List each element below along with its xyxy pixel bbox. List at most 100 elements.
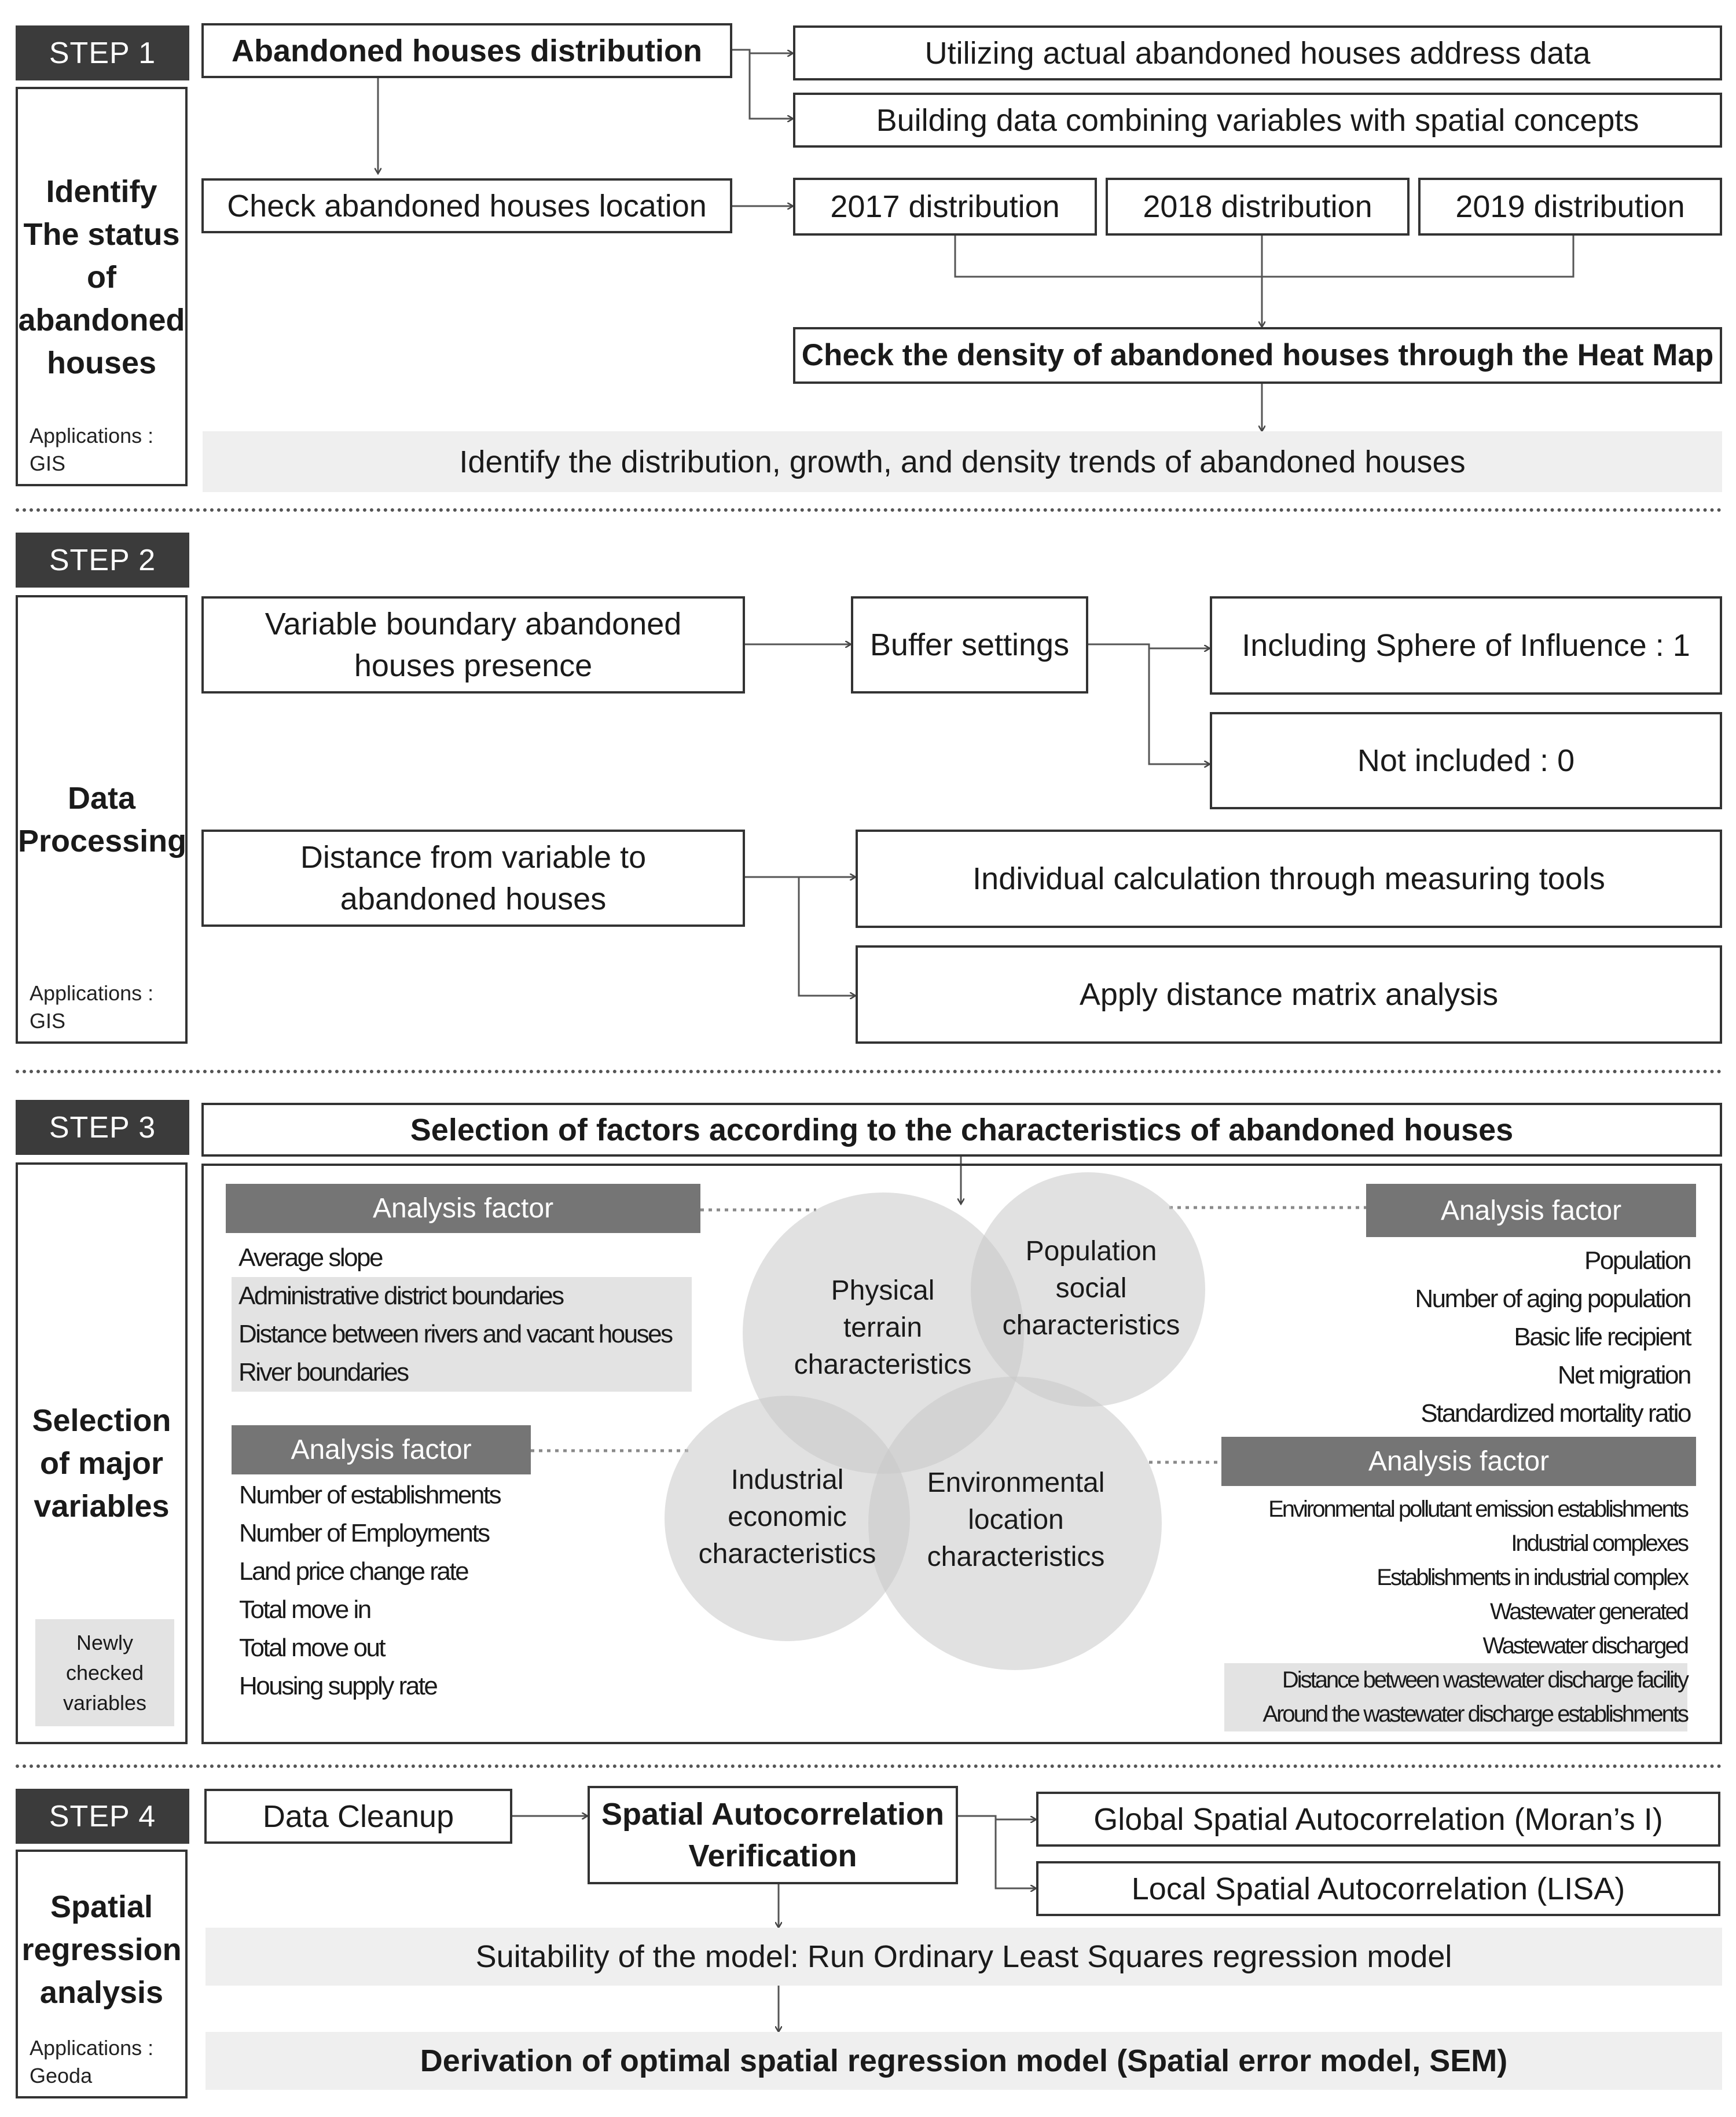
- identify-trends-band: Identify the distribution, growth, and d…: [203, 431, 1722, 492]
- data-cleanup-box: Data Cleanup: [204, 1789, 512, 1844]
- circle-label-line: characteristics: [794, 1349, 972, 1380]
- factor-item: Net migration: [1557, 1361, 1692, 1389]
- side-title-line: Data: [67, 781, 136, 816]
- factors-panel: [201, 1164, 1722, 1744]
- side-title-line: of: [87, 260, 116, 295]
- analysis-factor-header: Analysis factor: [1221, 1437, 1696, 1486]
- applications-label: Applications :: [30, 2036, 154, 2060]
- step1-tab: STEP 1: [16, 25, 189, 80]
- ols-band: Suitability of the model: Run Ordinary L…: [205, 1928, 1722, 1986]
- circle-label-line: Population: [1025, 1236, 1157, 1267]
- arrow-to-address: [732, 49, 793, 53]
- factor-item: Wastewater generated: [1490, 1599, 1689, 1624]
- environmental-factor-list: Environmental pollutant emission establi…: [1224, 1492, 1689, 1731]
- population-factor-list: Population Number of aging population Ba…: [1331, 1242, 1692, 1433]
- industrial-factor-list: Number of establishments Number of Emplo…: [239, 1476, 644, 1705]
- factor-item: Number of Employments: [239, 1519, 490, 1547]
- distribution-2018-box: 2018 distribution: [1106, 178, 1410, 236]
- side-title-line: Spatial: [50, 1889, 153, 1924]
- applications-value: Geoda: [30, 2064, 93, 2087]
- factor-item: Basic life recipient: [1514, 1323, 1691, 1351]
- step1-applications: Applications : GIS: [30, 422, 153, 478]
- separator: [16, 508, 1722, 512]
- side-title-line: Processing: [18, 824, 187, 858]
- separator: [16, 1764, 1722, 1768]
- step1-side-panel: Identify The status of abandoned houses …: [16, 87, 188, 486]
- legend-line: variables: [63, 1690, 147, 1715]
- distance-matrix-box: Apply distance matrix analysis: [856, 945, 1722, 1044]
- distribution-2017-box: 2017 distribution: [793, 178, 1097, 236]
- environmental-label: Environmental location characteristics: [903, 1465, 1129, 1576]
- factor-item: River boundaries: [232, 1353, 692, 1392]
- circle-label-line: economic: [728, 1502, 847, 1532]
- population-circle: [971, 1172, 1205, 1407]
- circle-label-line: social: [1055, 1273, 1127, 1304]
- legend-line: checked: [65, 1660, 144, 1685]
- applications-label: Applications :: [30, 981, 154, 1005]
- box-line: Distance from variable to: [300, 840, 647, 875]
- side-title-line: Identify: [46, 174, 157, 209]
- step4-side-title: Spatial regression analysis: [18, 1885, 185, 2014]
- address-data-box: Utilizing actual abandoned houses addres…: [793, 25, 1722, 80]
- factor-item: Standardized mortality ratio: [1421, 1399, 1691, 1428]
- factor-item: Number of establishments: [239, 1481, 502, 1509]
- industrial-label: Industrial economic characteristics: [677, 1462, 897, 1573]
- arrow-to-matrix: [798, 877, 856, 996]
- physical-label: Physical terrain characteristics: [770, 1272, 996, 1384]
- side-title-line: regression: [21, 1932, 182, 1967]
- step2-applications: Applications : GIS: [30, 979, 153, 1035]
- separator: [16, 1070, 1722, 1073]
- side-title-line: variables: [34, 1489, 170, 1524]
- analysis-factor-header: Analysis factor: [232, 1425, 531, 1474]
- factor-item: Establishments in industrial complex: [1377, 1565, 1689, 1590]
- heatmap-box: Check the density of abandoned houses th…: [793, 327, 1722, 384]
- circle-label-line: location: [968, 1505, 1064, 1535]
- sem-band: Derivation of optimal spatial regression…: [205, 2032, 1722, 2090]
- factor-item: Total move in: [239, 1595, 372, 1624]
- step4-tab: STEP 4: [16, 1789, 189, 1844]
- circle-label-line: Physical: [831, 1275, 935, 1306]
- circle-label-line: characteristics: [1002, 1310, 1180, 1341]
- applications-value: GIS: [30, 452, 66, 475]
- distance-variable-box: Distance from variable to abandoned hous…: [201, 830, 745, 927]
- spatial-autocorrelation-box: Spatial Autocorrelation Verification: [588, 1786, 958, 1884]
- population-label: Population social characteristics: [978, 1233, 1204, 1344]
- not-included-box: Not included : 0: [1210, 712, 1722, 809]
- factor-item: Wastewater discharged: [1482, 1633, 1689, 1659]
- factor-item: Land price change rate: [239, 1557, 469, 1586]
- variable-boundary-box: Variable boundary abandoned houses prese…: [201, 596, 745, 694]
- applications-value: GIS: [30, 1009, 66, 1033]
- box-line: houses presence: [354, 648, 593, 683]
- side-title-line: houses: [46, 346, 157, 380]
- check-location-box: Check abandoned houses location: [201, 178, 732, 233]
- step3-side-title: Selection of major variables: [18, 1399, 185, 1528]
- factor-item: Industrial complexes: [1511, 1531, 1689, 1556]
- side-title-line: The status: [23, 217, 180, 252]
- factor-item: Average slope: [238, 1243, 384, 1272]
- step4-side-panel: Spatial regression analysis Applications…: [16, 1850, 188, 2098]
- arrow-to-not-included: [1148, 644, 1210, 764]
- step3-tab: STEP 3: [16, 1100, 189, 1155]
- box-line: abandoned houses: [340, 882, 607, 916]
- legend-line: Newly: [76, 1630, 133, 1654]
- box-line: Verification: [688, 1839, 857, 1873]
- environmental-circle: [868, 1377, 1162, 1670]
- factor-item: Distance between rivers and vacant house…: [232, 1315, 692, 1353]
- step2-side-title: Data Processing: [18, 777, 187, 863]
- factor-item: Total move out: [239, 1634, 386, 1662]
- factor-item: Administrative district boundaries: [232, 1277, 692, 1315]
- factor-item: Distance between wastewater discharge fa…: [1224, 1663, 1689, 1697]
- side-title-line: Selection: [32, 1403, 171, 1438]
- step2-tab: STEP 2: [16, 533, 189, 588]
- physical-factor-list: Average slope Administrative district bo…: [232, 1239, 692, 1392]
- analysis-factor-header: Analysis factor: [226, 1184, 700, 1233]
- buffer-settings-box: Buffer settings: [851, 596, 1088, 694]
- step3-side-panel: Selection of major variables Newly check…: [16, 1162, 188, 1744]
- selection-of-factors-box: Selection of factors according to the ch…: [201, 1103, 1722, 1157]
- local-lisa-box: Local Spatial Autocorrelation (LISA): [1036, 1861, 1720, 1916]
- box-line: Spatial Autocorrelation: [601, 1797, 945, 1832]
- applications-label: Applications :: [30, 424, 154, 447]
- individual-calculation-box: Individual calculation through measuring…: [856, 830, 1722, 928]
- distribution-2019-box: 2019 distribution: [1418, 178, 1722, 236]
- factor-item: Housing supply rate: [239, 1672, 438, 1700]
